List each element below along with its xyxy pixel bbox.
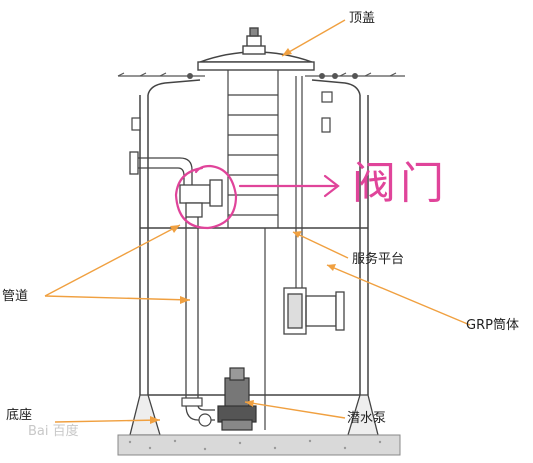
label-valve-handwritten: 阀门 [352, 158, 448, 209]
wall-fittings [131, 91, 333, 133]
leader-arrowheads [150, 48, 336, 424]
concrete-slab [117, 434, 401, 456]
watermark: Bai 百度 [28, 424, 79, 439]
discharge-pipe [185, 217, 215, 421]
valve-annotation-mark [174, 164, 340, 230]
submersible-pump [217, 367, 257, 431]
valve-assembly [179, 179, 223, 218]
guide-rails [264, 76, 303, 430]
ground-line [117, 72, 405, 77]
label-pipeline: 管道 [2, 289, 29, 304]
top-cover [197, 27, 315, 71]
ladder [227, 70, 279, 228]
discharge-pipe-fittings [181, 397, 212, 427]
label-service-platform: 服务平台 [352, 252, 405, 267]
control-box [283, 287, 345, 335]
grp-shell [139, 79, 369, 396]
label-submersible-pump: 潜水泵 [347, 411, 387, 426]
base-support [129, 394, 379, 436]
leader-lines [44, 19, 471, 423]
label-top-cover: 顶盖 [349, 11, 376, 26]
ground-bolts [187, 73, 358, 79]
label-base: 底座 [6, 408, 33, 423]
label-grp-shell: GRP筒体 [466, 318, 519, 333]
